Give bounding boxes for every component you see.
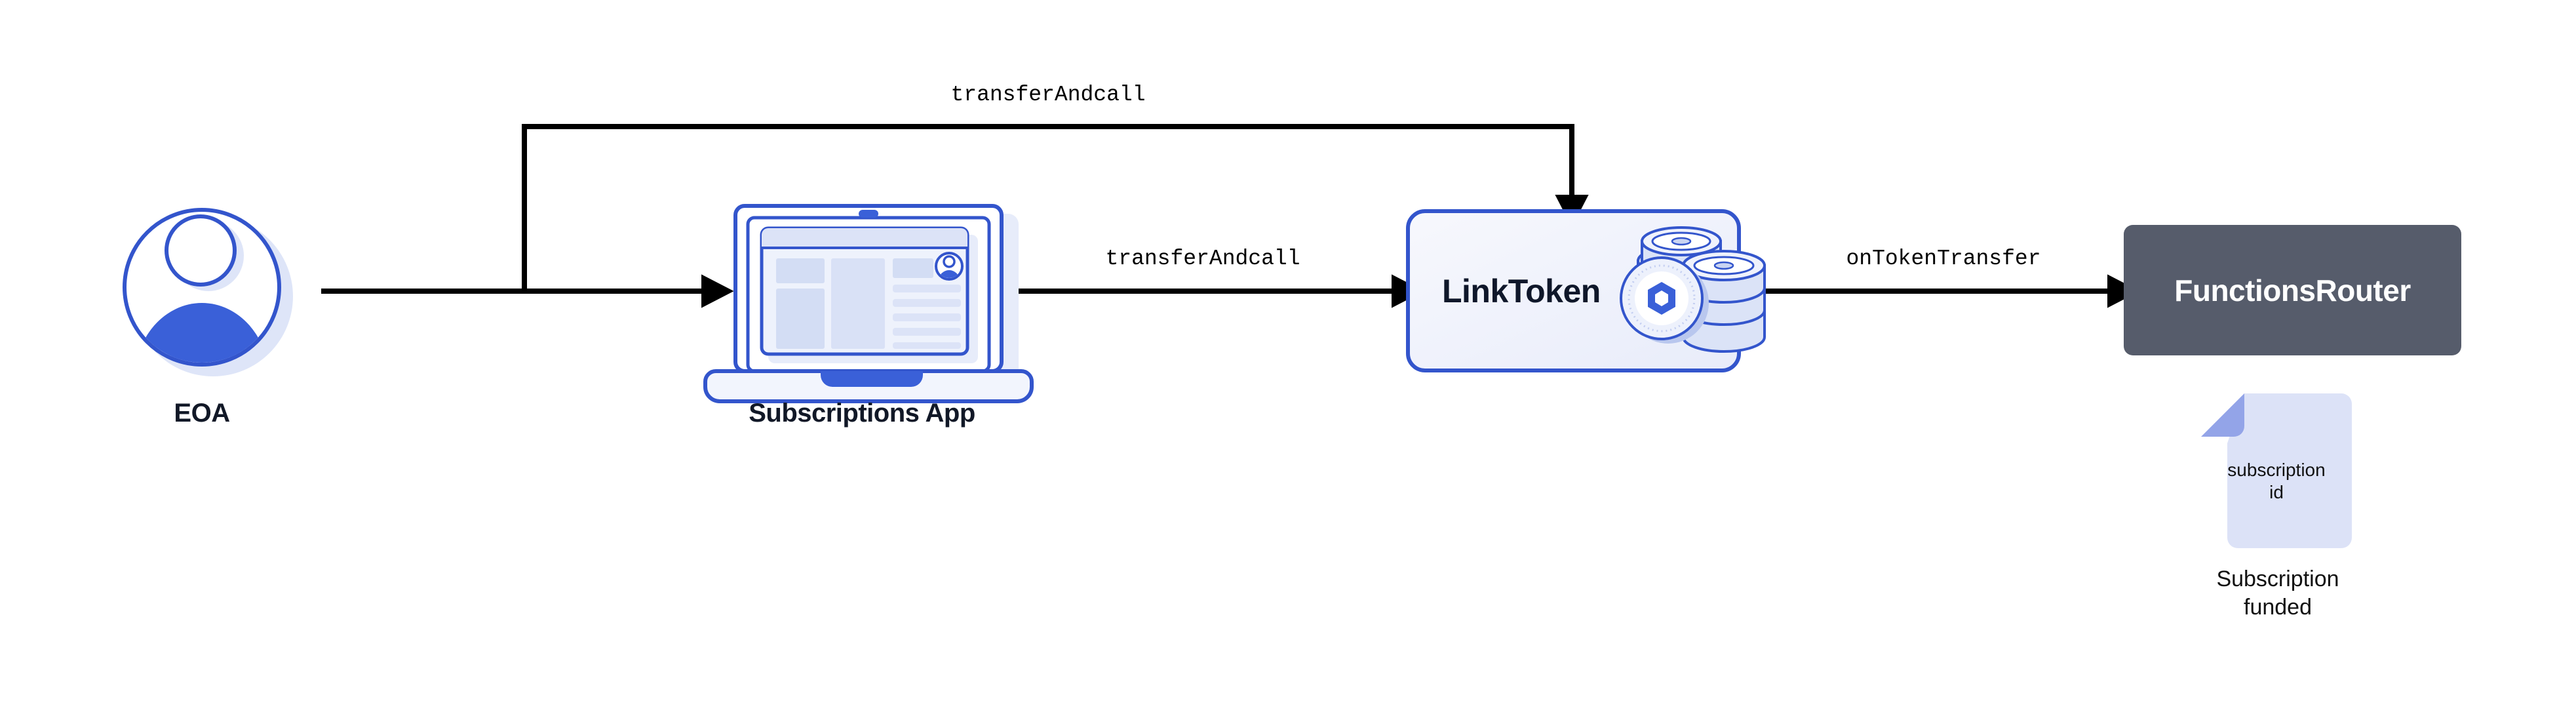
- subscription-caption-line1: Subscription: [2216, 567, 2339, 591]
- linktoken-label-wrap: LinkToken: [1442, 211, 1601, 370]
- chainlink-coin-stack-icon: [1620, 226, 1766, 353]
- edge-label-linktoken-to-router: onTokenTransfer: [1846, 247, 2041, 271]
- edge-eoa-to-linktoken: [522, 124, 1589, 294]
- document-icon: [2201, 393, 2352, 548]
- laptop-browser-icon: [703, 204, 1034, 403]
- doc-text-line1: subscription: [2227, 460, 2326, 480]
- eoa-label: EOA: [174, 399, 230, 428]
- subscription-caption-line2: funded: [2244, 595, 2312, 620]
- functionsrouter-box: [2124, 225, 2461, 355]
- functionsrouter-label-wrap: FunctionsRouter: [2124, 225, 2461, 355]
- subscriptions-app-label: Subscriptions App: [749, 399, 975, 428]
- doc-text-line2: id: [2269, 482, 2284, 502]
- linktoken-label: LinkToken: [1442, 272, 1601, 309]
- edge-label-eoa-to-linktoken: transferAndcall: [950, 83, 1146, 107]
- user-avatar-icon: [123, 208, 293, 376]
- edge-label-app-to-linktoken: transferAndcall: [1105, 247, 1300, 271]
- functionsrouter-label: FunctionsRouter: [2174, 273, 2411, 308]
